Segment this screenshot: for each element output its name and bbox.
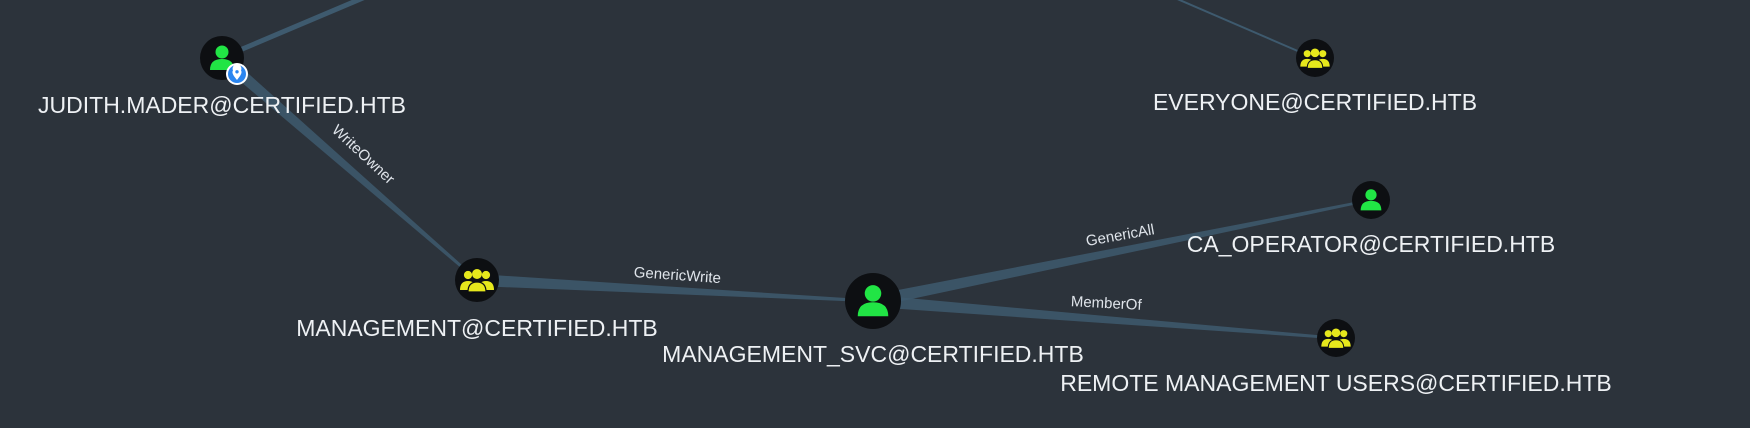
edge-line[interactable] xyxy=(871,198,1372,307)
node-judith[interactable]: JUDITH.MADER@CERTIFIED.HTB xyxy=(38,36,406,118)
node-label: CA_OPERATOR@CERTIFIED.HTB xyxy=(1187,231,1555,257)
edge-line[interactable] xyxy=(872,295,1337,340)
user-icon xyxy=(1360,189,1382,211)
edge-management_svc-to-remote_mgmt[interactable]: MemberOf xyxy=(872,293,1337,340)
offscreen-edge-everyone xyxy=(1177,0,1301,53)
edge-line[interactable] xyxy=(218,53,478,281)
edge-management-to-management_svc[interactable]: GenericWrite xyxy=(476,264,874,303)
node-circle[interactable] xyxy=(1296,39,1334,77)
edge-label: MemberOf xyxy=(1070,293,1142,314)
node-circle[interactable] xyxy=(1317,319,1355,357)
user-icon xyxy=(857,285,889,317)
node-circle[interactable] xyxy=(455,258,499,302)
node-label: EVERYONE@CERTIFIED.HTB xyxy=(1153,89,1477,115)
group-icon xyxy=(1300,48,1330,69)
location-pin-icon xyxy=(226,63,248,85)
group-icon xyxy=(460,269,494,293)
node-management[interactable]: MANAGEMENT@CERTIFIED.HTB xyxy=(296,258,658,341)
offscreen-edge-judith xyxy=(237,0,365,53)
node-ca-operator[interactable]: CA_OPERATOR@CERTIFIED.HTB xyxy=(1187,181,1555,257)
node-management-svc[interactable]: MANAGEMENT_SVC@CERTIFIED.HTB xyxy=(662,273,1084,367)
node-label: MANAGEMENT@CERTIFIED.HTB xyxy=(296,315,658,341)
nodes-layer: JUDITH.MADER@CERTIFIED.HTB EVERYONE@CERTI… xyxy=(38,36,1612,396)
edge-line[interactable] xyxy=(476,274,874,303)
node-label: REMOTE MANAGEMENT USERS@CERTIFIED.HTB xyxy=(1060,370,1612,396)
edge-judith-to-management[interactable]: WriteOwner xyxy=(218,53,478,281)
node-everyone[interactable]: EVERYONE@CERTIFIED.HTB xyxy=(1153,39,1477,115)
group-icon xyxy=(1321,328,1351,349)
edge-label: GenericWrite xyxy=(633,264,721,287)
node-label: JUDITH.MADER@CERTIFIED.HTB xyxy=(38,92,406,118)
node-label: MANAGEMENT_SVC@CERTIFIED.HTB xyxy=(662,341,1084,367)
user-icon xyxy=(210,45,234,70)
node-remote-mgmt[interactable]: REMOTE MANAGEMENT USERS@CERTIFIED.HTB xyxy=(1060,319,1612,396)
